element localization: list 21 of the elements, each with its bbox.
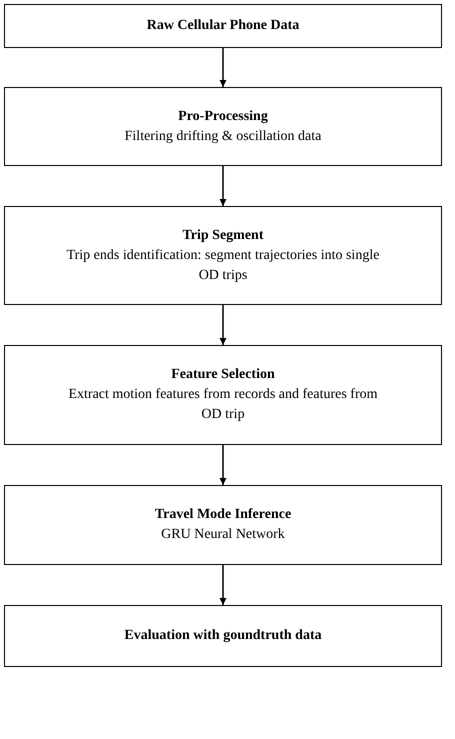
process-box: [4, 345, 442, 445]
box-heading: Pro-Processing: [178, 108, 268, 126]
box-description: Filtering drifting & oscillation data: [124, 128, 322, 146]
box-description: Trip ends identification: segment trajectories into single OD trips: [66, 246, 380, 284]
arrow: [220, 305, 226, 345]
process-box: [4, 4, 442, 48]
box-description: GRU Neural Network: [160, 526, 286, 544]
process-box: [4, 87, 442, 166]
process-box: [4, 206, 442, 305]
box-description: Extract motion features from records and features from OD trip: [67, 386, 379, 424]
box-heading: Trip Segment: [182, 226, 264, 244]
process-box: [4, 485, 442, 565]
box-heading: Travel Mode Inference: [154, 506, 292, 524]
arrow: [220, 445, 226, 485]
process-box: [4, 605, 442, 667]
arrow: [220, 166, 226, 206]
arrow: [220, 48, 226, 87]
box-heading: Raw Cellular Phone Data: [146, 17, 300, 35]
box-heading: Feature Selection: [171, 366, 275, 384]
box-heading: Evaluation with goundtruth data: [124, 627, 322, 645]
arrow: [220, 565, 226, 605]
